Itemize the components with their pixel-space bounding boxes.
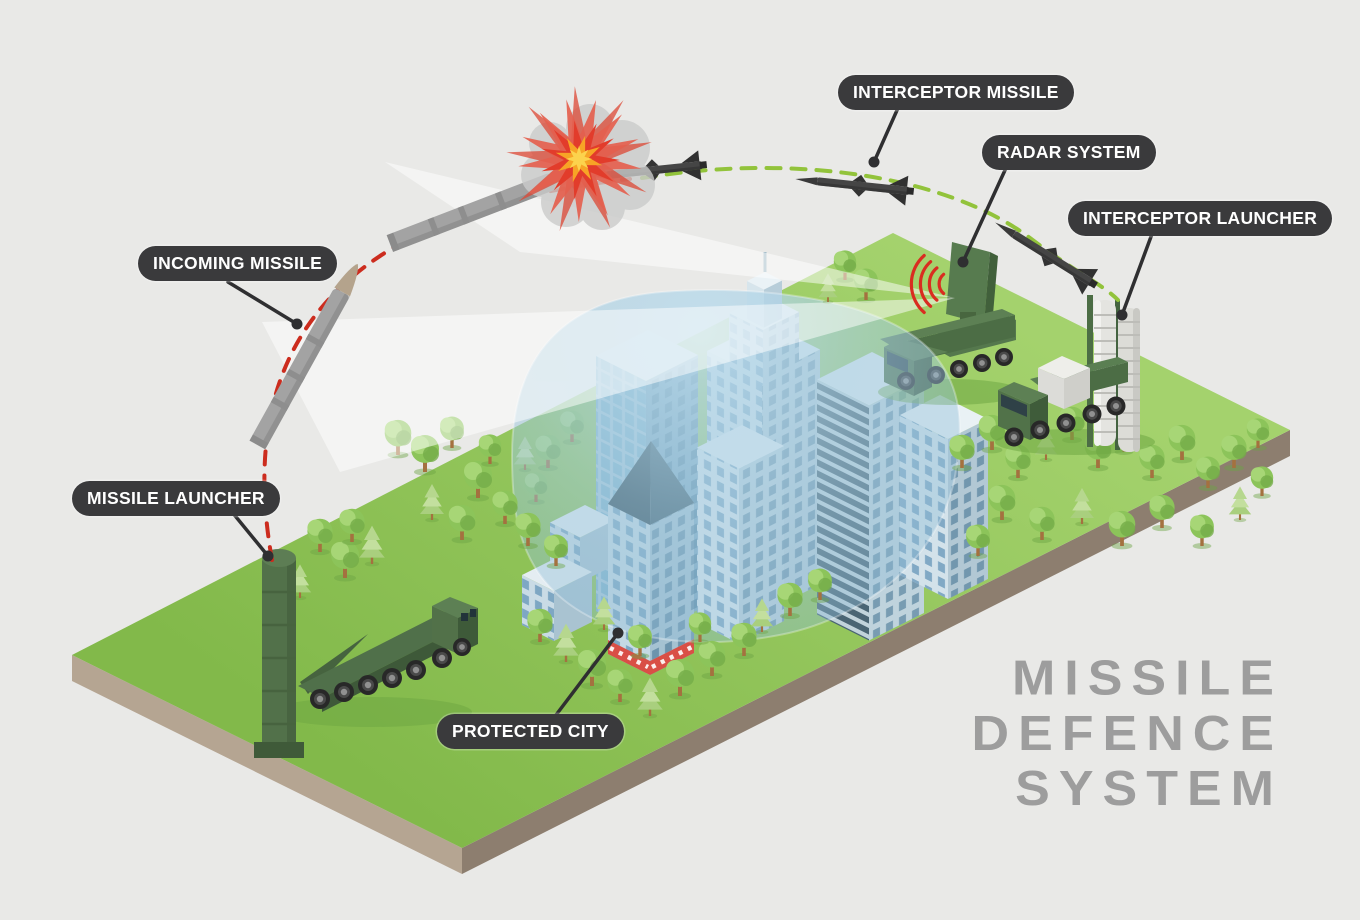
label-interceptor-launcher: INTERCEPTOR LAUNCHER <box>1068 201 1333 236</box>
leader-interceptor-missile <box>872 106 900 164</box>
title-line-1: MISSILE <box>1011 651 1283 707</box>
label-missile-launcher: MISSILE LAUNCHER <box>72 481 280 516</box>
radar-beam-high <box>385 162 955 298</box>
leader-dots <box>262 156 1128 639</box>
title-line-3: SYSTEM <box>1015 761 1283 817</box>
interceptor-launcher-vehicle <box>995 295 1155 455</box>
ground-side-left <box>72 655 462 874</box>
leader-radar-system <box>961 166 1008 264</box>
explosion <box>506 86 655 232</box>
interceptor-missile-midair <box>793 164 916 207</box>
leader-lines <box>226 106 1154 717</box>
leader-interceptor-launcher <box>1120 232 1154 317</box>
leader-protected-city <box>554 631 620 717</box>
title-line-2: DEFENCE <box>971 706 1283 762</box>
label-radar-system: RADAR SYSTEM <box>982 135 1156 170</box>
radar-waves <box>909 253 946 315</box>
radar-beam-low <box>262 298 955 472</box>
leader-incoming-missile <box>226 280 299 326</box>
interceptor-trajectory <box>640 166 1120 302</box>
ground-side-right <box>462 430 1290 874</box>
missile-launcher-vehicle <box>254 549 478 758</box>
label-incoming-missile: INCOMING MISSILE <box>138 246 338 281</box>
label-interceptor-missile: INTERCEPTOR MISSILE <box>838 75 1074 110</box>
leader-missile-launcher <box>230 510 270 558</box>
label-protected-city: PROTECTED CITY <box>437 714 624 749</box>
diagram-title: MISSILE DEFENCE SYSTEM <box>972 651 1283 816</box>
